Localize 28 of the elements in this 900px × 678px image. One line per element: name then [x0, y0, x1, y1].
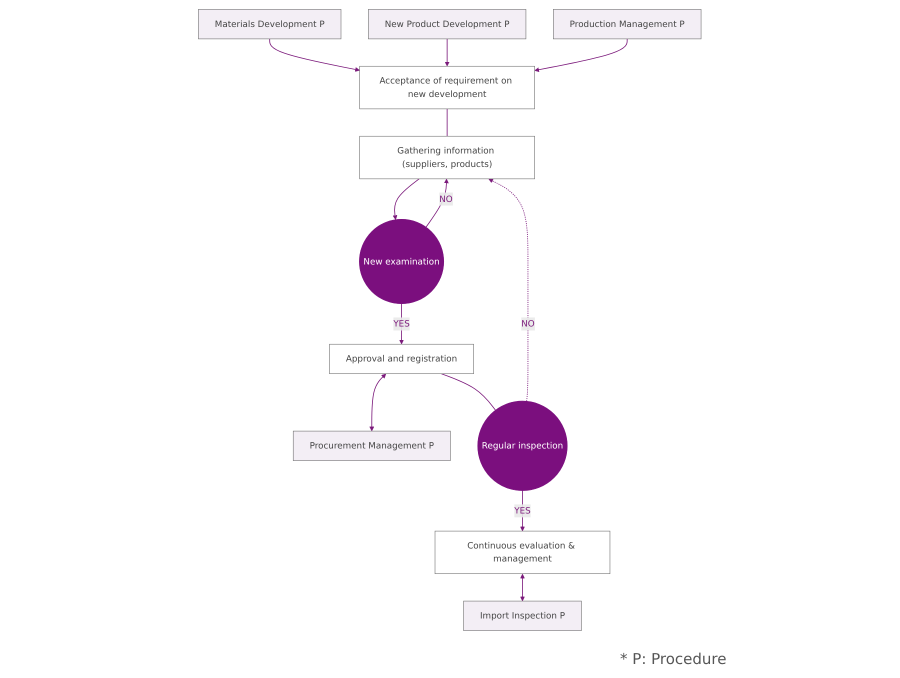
edge-label: YES: [394, 318, 410, 329]
edge-label: YES: [514, 505, 531, 516]
node-box: New Product Development P: [368, 9, 526, 40]
edge-label: NO: [522, 318, 535, 329]
node-box: Procurement Management P: [293, 430, 451, 461]
arrow: [488, 178, 529, 402]
node-box: Production Management P: [553, 9, 702, 40]
arrow: [520, 574, 526, 602]
arrow: [445, 38, 450, 66]
arrow: [370, 374, 386, 432]
node-box: Acceptance of requirement on new development: [360, 66, 536, 110]
arrow: [399, 303, 404, 344]
arrow: [392, 178, 420, 220]
arrow: [520, 490, 526, 532]
node-circle: New examination: [359, 219, 444, 304]
connector: [441, 373, 496, 411]
node-box: Approval and registration: [329, 344, 474, 374]
node-circle: Regular inspection: [478, 400, 568, 491]
node-box: Gathering information (suppliers, products): [360, 136, 536, 180]
arrow: [534, 38, 628, 72]
arrow: [270, 38, 360, 72]
node-box: Materials Development P: [198, 9, 342, 40]
footnote: * P: Procedure: [620, 650, 727, 668]
node-box: Continuous evaluation & management: [435, 530, 610, 574]
edge-label: NO: [440, 194, 453, 204]
arrow: [426, 178, 450, 228]
connector: [447, 108, 448, 137]
node-box: Import Inspection P: [464, 600, 582, 631]
